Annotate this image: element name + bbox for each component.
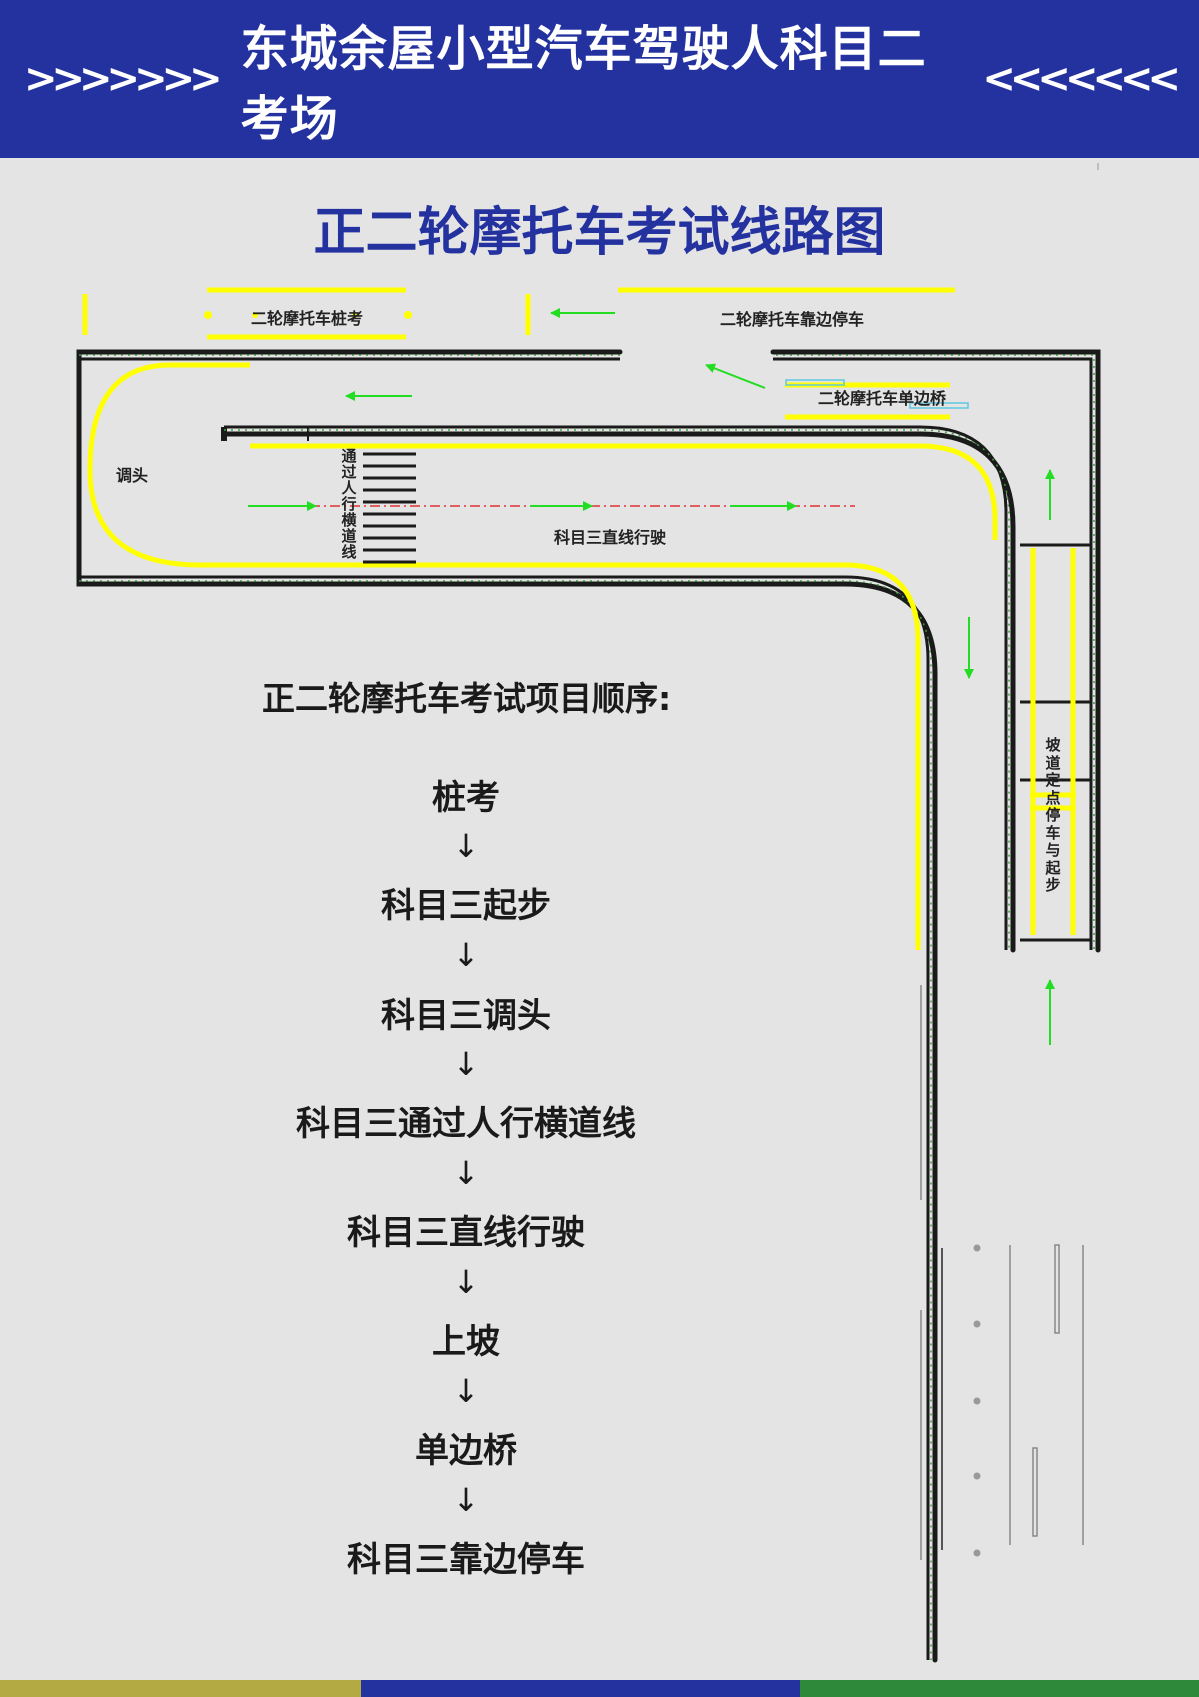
label-crosswalk: 通过人行横道线 [341, 447, 357, 561]
down-arrow-icon: ↓ [452, 1481, 480, 1519]
header-title: 东城余屋小型汽车驾驶人科目二考场 [240, 21, 927, 147]
step-item: 科目三靠边停车 [347, 1540, 585, 1580]
footer-segment-blue [361, 1680, 800, 1697]
yellow-track-lines [82, 287, 1076, 950]
step-item: 科目三起步 [381, 886, 551, 926]
page-title: 正二轮摩托车考试线路图 [313, 203, 886, 263]
crosswalk-stripes [363, 452, 416, 564]
down-arrow-icon: ↓ [452, 936, 480, 974]
step-item: 科目三调头 [381, 996, 551, 1036]
step-item: 科目三通过人行横道线 [296, 1104, 636, 1144]
direction-arrows [248, 308, 1055, 1045]
down-arrow-icon: ↓ [452, 1372, 480, 1410]
down-arrow-icon: ↓ [452, 827, 480, 865]
down-arrow-icon: ↓ [452, 1263, 480, 1301]
footer-segment-green [800, 1680, 1199, 1697]
footer-segment-olive [0, 1680, 361, 1697]
label-straight-drive: 科目三直线行驶 [554, 528, 667, 547]
label-roadside-parking: 二轮摩托车靠边停车 [720, 310, 865, 329]
step-item: 单边桥 [415, 1431, 517, 1471]
down-arrow-icon: ↓ [452, 1045, 480, 1083]
label-u-turn: 调头 [116, 466, 149, 485]
down-arrow-icon: ↓ [452, 1154, 480, 1192]
header-banner: >>>>>>> 东城余屋小型汽车驾驶人科目二考场 <<<<<<< [0, 0, 1199, 158]
step-item: 桩考 [432, 778, 500, 818]
label-single-bridge: 二轮摩托车单边桥 [818, 389, 947, 408]
footer-strip [0, 1680, 1199, 1697]
order-title: 正二轮摩托车考试项目顺序: [262, 679, 672, 718]
step-item: 科目三直线行驶 [347, 1213, 585, 1253]
right-chevrons: <<<<<<< [982, 56, 1181, 102]
left-chevrons: >>>>>>> [24, 56, 223, 102]
label-stake-test: 二轮摩托车桩考 [251, 309, 364, 328]
road-outline [76, 349, 1101, 1663]
label-ramp: 坡道定点停车与起步 [1045, 736, 1061, 894]
step-item: 上坡 [432, 1322, 500, 1362]
